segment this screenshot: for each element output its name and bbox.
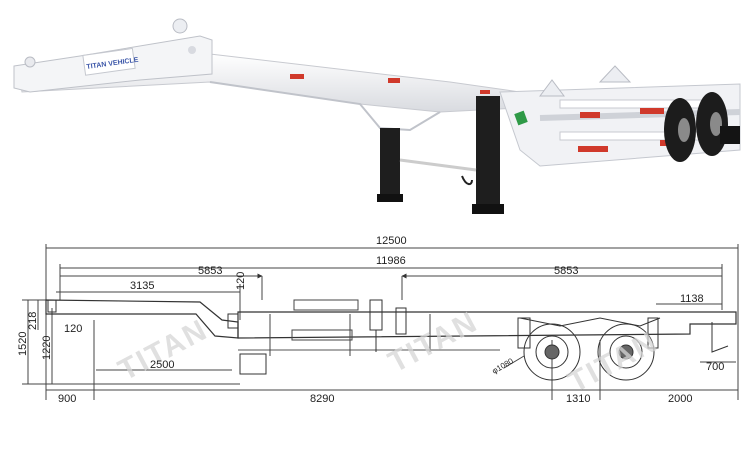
dim-total-height: 1520: [17, 332, 29, 356]
brand-plate: TITAN VEHICLE: [82, 47, 139, 76]
dimension-labels: 12500 11986 5853 5853 3135 120 120 1138 …: [17, 235, 724, 405]
green-marker: [514, 110, 528, 126]
reflector: [578, 146, 608, 152]
dim-front-overhang: 120: [64, 323, 82, 335]
dim-rear-to-end: 2000: [668, 393, 692, 405]
dim-rear-section: 5853: [554, 265, 578, 277]
reflector: [480, 90, 490, 94]
twistlock: [539, 79, 565, 97]
drawing-front-lock: [47, 299, 57, 313]
watermark-group: TITAN TITAN TITAN: [113, 305, 663, 399]
drawing-crossmember: [293, 299, 359, 311]
drawing-leg-foot: [239, 353, 267, 375]
dim-kingpin-offset: 900: [58, 393, 76, 405]
landing-legs: [377, 96, 504, 214]
pin-hole: [188, 46, 196, 54]
dim-axle-spacing: 1310: [566, 393, 590, 405]
drawing-main-frame: [237, 311, 737, 339]
twistlock: [598, 65, 632, 83]
dim-coupling-height: 1220: [41, 336, 53, 360]
front-lock-2: [172, 18, 188, 34]
dim-leg-position: 2500: [150, 359, 174, 371]
drawing-rear-bumper: [711, 322, 729, 353]
dim-rear-bumper: 700: [706, 361, 724, 373]
dim-overall-length: 12500: [376, 235, 407, 247]
reflector: [290, 74, 304, 79]
dim-rear-overhang: 1138: [680, 293, 704, 305]
dim-wheelbase-main: 8290: [310, 393, 334, 405]
drawing-landing-leg: [369, 299, 383, 331]
reflector: [388, 78, 400, 83]
drawing-wheels: [523, 323, 655, 381]
drawing-suspension: [519, 317, 661, 327]
drawing-toolbox: [291, 329, 353, 341]
dim-frame-length: 11986: [376, 255, 406, 267]
watermark: TITAN: [563, 325, 663, 399]
dim-gooseneck-length: 3135: [130, 280, 154, 292]
dim-frame-height-upper: 218: [27, 312, 39, 330]
trailer-photo: TITAN VEHICLE: [13, 18, 741, 214]
rear-wheels: [664, 92, 740, 162]
watermark: TITAN: [383, 305, 483, 379]
watermark: TITAN: [113, 313, 213, 387]
reflector: [640, 108, 664, 114]
front-lock-1: [24, 56, 36, 68]
dim-tire-diameter: φ1080: [491, 356, 516, 376]
technical-drawing: [22, 244, 739, 400]
dim-front-section: 5853: [198, 265, 222, 277]
reflector: [580, 112, 600, 118]
dim-gooseneck-drop: 120: [235, 272, 247, 290]
